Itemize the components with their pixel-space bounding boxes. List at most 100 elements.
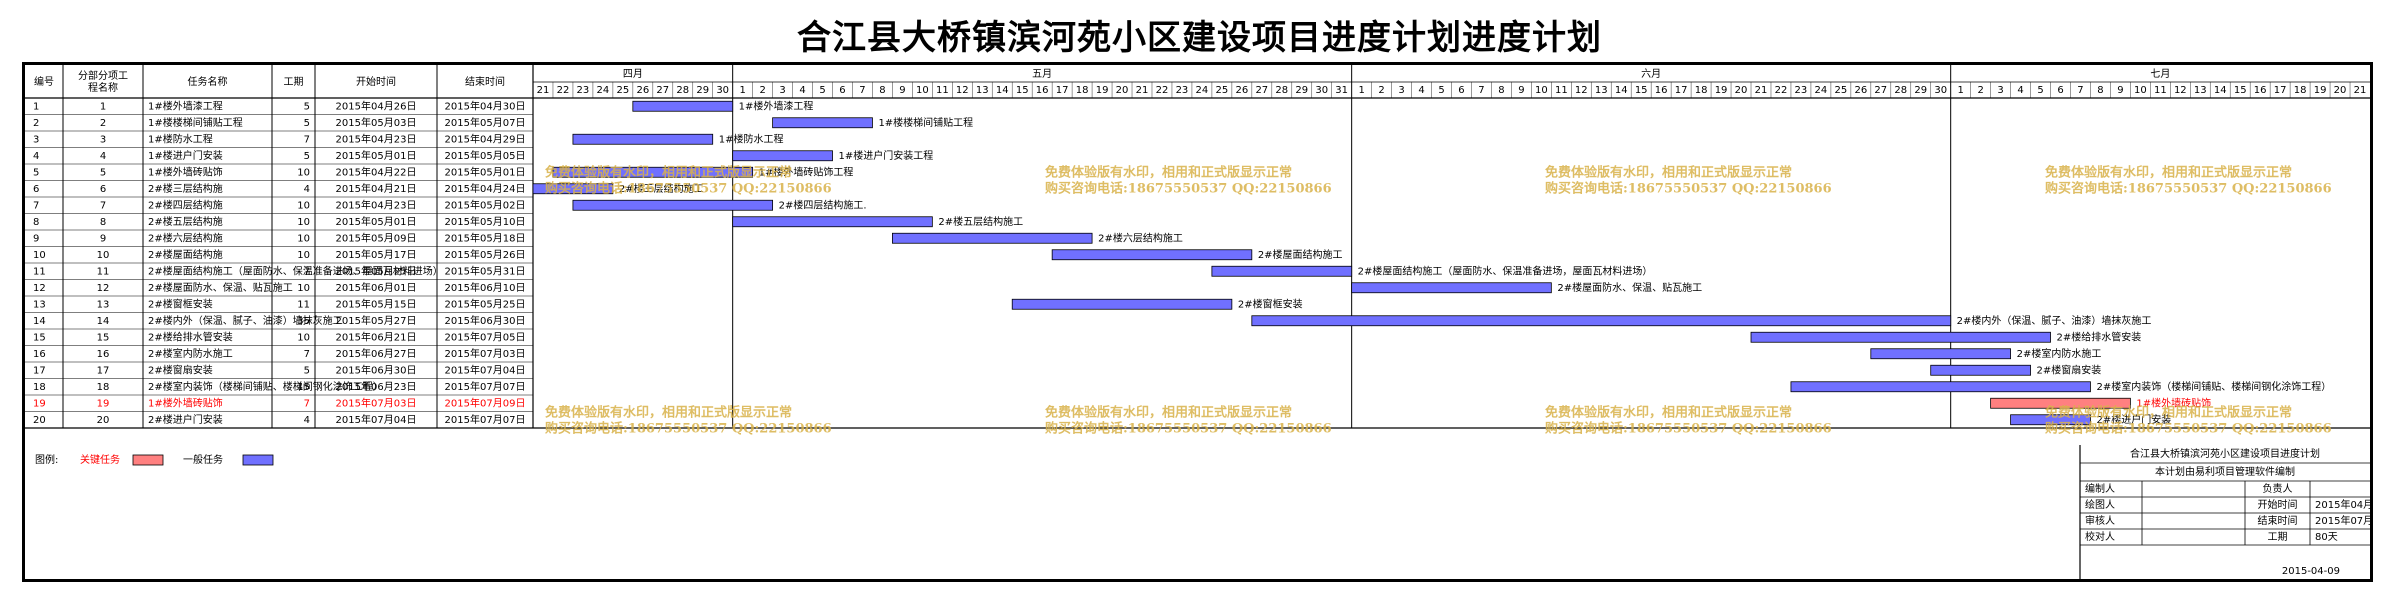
row-seq: 8 [33,217,39,228]
info-table-cell: 审核人 [2085,514,2115,527]
day-label: 23 [577,85,590,96]
day-label: 4 [799,85,805,96]
day-label: 3 [779,85,785,96]
row-end: 2015年07月09日 [445,396,526,409]
row-duration: 15 [297,382,310,393]
row-end: 2015年04月30日 [445,99,526,112]
day-label: 18 [2294,85,2307,96]
info-table-cell: 2015年07月09日 [2315,514,2370,527]
row-seq: 13 [33,299,46,310]
row-seq: 15 [33,332,46,343]
row-task-name: 1#楼外墙漆工程 [148,99,223,112]
day-label: 7 [1478,85,1484,96]
day-label: 25 [1834,85,1847,96]
row-seq: 12 [33,283,46,294]
row-seq: 4 [33,151,39,162]
row-seq: 9 [33,233,39,244]
gantt-bar-label: 2#楼给排水管安装 [2057,330,2142,343]
day-label: 9 [2117,85,2123,96]
row-task-name: 2#楼屋面结构施 [148,248,223,261]
row-seq: 11 [33,266,46,277]
row-seq: 10 [33,250,46,261]
watermark-text: 免费体验版有水印，相用和正式版显示正常 [545,165,792,181]
day-label: 13 [1595,85,1608,96]
day-label: 20 [2334,85,2347,96]
day-label: 20 [1735,85,1748,96]
gantt-bar-label: 1#楼外墙漆工程 [739,99,814,112]
row-start: 2015年05月01日 [336,149,417,162]
row-seq: 1 [33,101,39,112]
day-label: 30 [716,85,729,96]
day-label: 2 [1378,85,1384,96]
gantt-bar [772,117,873,129]
row-start: 2015年05月27日 [336,314,417,327]
row-wbs: 16 [97,349,110,360]
gantt-bar [532,183,614,195]
day-label: 17 [1056,85,1069,96]
gantt-bar-label: 1#楼进户门安装工程 [839,149,934,162]
header-name: 任务名称 [188,75,228,88]
day-label: 5 [1438,85,1444,96]
day-label: 26 [1854,85,1867,96]
day-label: 28 [1275,85,1288,96]
row-end: 2015年07月04日 [445,363,526,376]
header-wbs-line1: 分部分项工 [78,69,128,82]
row-seq: 16 [33,349,46,360]
row-wbs: 12 [97,283,110,294]
day-label: 17 [2274,85,2287,96]
row-start: 2015年04月21日 [336,182,417,195]
day-label: 8 [879,85,885,96]
watermark-text: 免费体验版有水印，相用和正式版显示正常 [2045,405,2292,421]
gantt-bar [632,100,734,112]
row-seq: 20 [33,415,46,426]
row-duration: 35 [297,316,310,327]
row-end: 2015年05月05日 [445,149,526,162]
row-wbs: 6 [100,184,106,195]
row-wbs: 10 [97,250,110,261]
day-label: 23 [1176,85,1189,96]
row-seq: 3 [33,134,39,145]
gantt-bar [1870,348,2011,360]
info-table-subcaption: 本计划由易利项目管理软件编制 [2155,465,2295,478]
row-start: 2015年07月03日 [336,396,417,409]
info-table-cell: 绘图人 [2085,498,2115,511]
row-start: 2015年04月22日 [336,165,417,178]
row-start: 2015年05月17日 [336,248,417,261]
day-label: 10 [916,85,929,96]
row-duration: 10 [297,233,310,244]
page-title: 合江县大桥镇滨河苑小区建设项目进度计划进度计划 [797,18,1602,58]
info-table-caption: 合江县大桥镇滨河苑小区建设项目进度计划 [2130,447,2320,460]
row-end: 2015年04月29日 [445,132,526,145]
gantt-bar-label: 2#楼室内装饰（楼梯间铺贴、楼梯间钢化涂饰工程） [2096,380,2331,393]
day-label: 2 [1977,85,1983,96]
gantt-bar [1990,397,2131,409]
row-task-name: 2#楼进户门安装 [148,413,223,426]
row-wbs: 14 [97,316,110,327]
legend-critical-swatch [132,454,164,466]
header-wbs-line2: 程名称 [88,81,118,94]
day-label: 5 [2037,85,2043,96]
day-label: 31 [1335,85,1348,96]
watermark-text: 购买咨询电话:18675550537 QQ:22150866 [545,421,832,437]
legend-critical-label: 关键任务 [80,453,120,466]
day-label: 12 [1575,85,1588,96]
row-end: 2015年06月30日 [445,314,526,327]
row-duration: 10 [297,167,310,178]
gantt-bar-label: 2#楼窗框安装 [1238,297,1303,310]
row-start: 2015年07月04日 [336,413,417,426]
gantt-bar-label: 2#楼窗扇安装 [2037,363,2102,376]
row-seq: 14 [33,316,46,327]
day-label: 25 [616,85,629,96]
gantt-bar [2010,414,2091,426]
day-label: 8 [1498,85,1504,96]
day-label: 8 [2097,85,2103,96]
row-wbs: 15 [97,332,110,343]
gantt-bar-label: 1#楼外墙砖贴饰 [2136,396,2211,409]
row-duration: 7 [304,349,310,360]
info-table-cell: 2015年04月21日 [2315,498,2370,511]
row-wbs: 17 [97,365,110,376]
row-wbs: 5 [100,167,106,178]
row-end: 2015年05月10日 [445,215,526,228]
day-label: 24 [597,85,610,96]
